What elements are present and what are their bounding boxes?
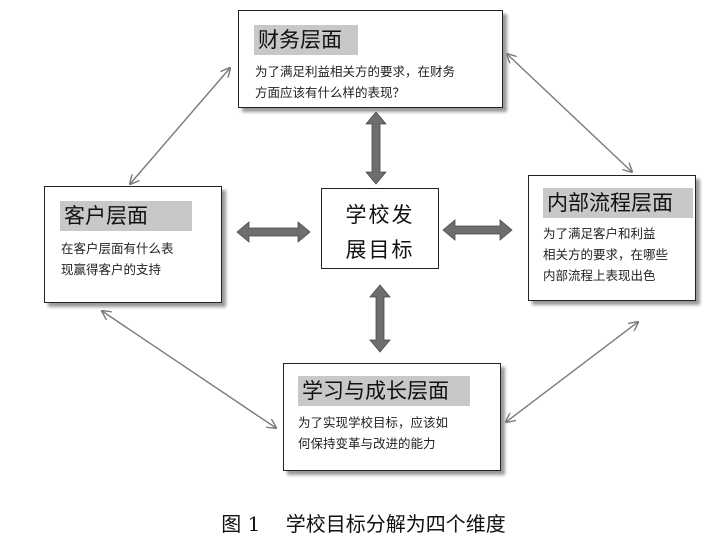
- customer-desc-line2: 现赢得客户的支持: [61, 262, 162, 277]
- arrow-customer-financial: [130, 68, 230, 184]
- customer-title: 客户层面: [60, 201, 192, 231]
- arrow-financial-internal: [507, 54, 632, 172]
- internal-process-box: 内部流程层面 为了满足客户和利益 相关方的要求，在哪些 内部流程上表现出色: [528, 175, 696, 301]
- internal-process-desc-line1: 为了满足客户和利益: [543, 226, 656, 241]
- arrow-internal-learning: [506, 322, 638, 422]
- learning-growth-title: 学习与成长层面: [298, 376, 470, 406]
- financial-desc-line2: 方面应该有什么样的表现？: [255, 85, 406, 100]
- learning-growth-desc-line1: 为了实现学校目标，应该如: [298, 415, 449, 430]
- learning-growth-desc-line2: 何保持变革与改进的能力: [298, 436, 436, 451]
- arrow-center-financial: [365, 111, 387, 185]
- financial-box: 财务层面 为了满足利益相关方的要求，在财务 方面应该有什么样的表现？: [238, 10, 503, 108]
- financial-title: 财务层面: [254, 25, 358, 55]
- internal-process-desc-line2: 相关方的要求，在哪些: [543, 247, 669, 262]
- internal-process-desc-line3: 内部流程上表现出色: [543, 268, 656, 283]
- arrow-center-customer: [236, 221, 311, 243]
- school-goal-node: 学校发 展目标: [321, 188, 439, 269]
- internal-process-title: 内部流程层面: [543, 188, 693, 218]
- customer-desc-line1: 在客户层面有什么表: [61, 241, 174, 256]
- school-goal-line2: 展目标: [345, 238, 415, 262]
- arrow-center-internal: [442, 219, 513, 241]
- figure-caption: 图 1 学校目标分解为四个维度: [221, 512, 506, 536]
- financial-desc-line1: 为了满足利益相关方的要求，在财务: [255, 64, 456, 79]
- arrow-customer-learning: [102, 311, 276, 428]
- school-goal-line1: 学校发: [345, 203, 415, 227]
- arrow-center-learning: [369, 284, 391, 353]
- learning-growth-box: 学习与成长层面 为了实现学校目标，应该如 何保持变革与改进的能力: [283, 363, 501, 471]
- customer-box: 客户层面 在客户层面有什么表 现赢得客户的支持: [44, 186, 222, 303]
